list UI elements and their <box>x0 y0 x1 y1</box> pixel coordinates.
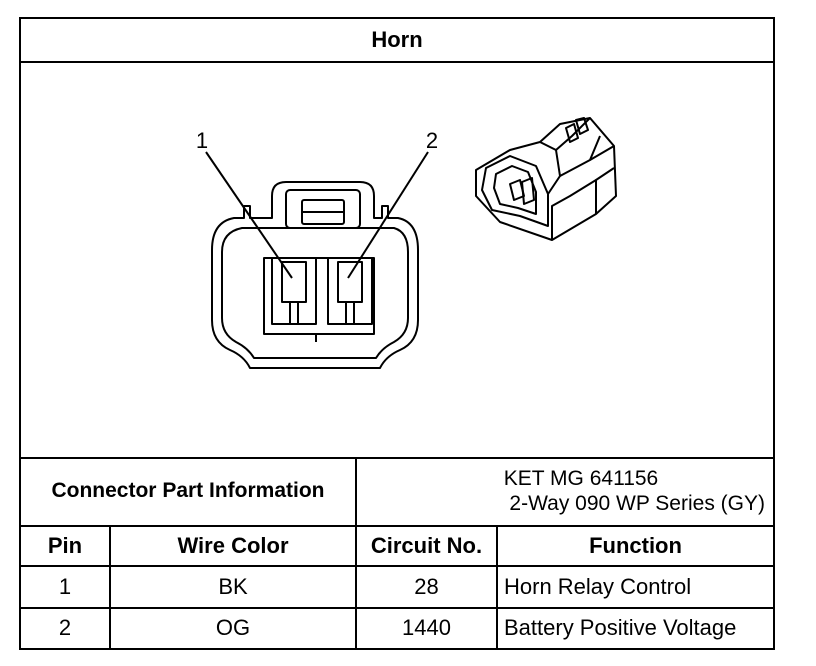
table-row-2-pin: 2 <box>58 615 72 641</box>
table-row-2-function: Battery Positive Voltage <box>504 615 737 641</box>
callout-line-2 <box>347 151 429 279</box>
divider-header <box>19 565 775 567</box>
connector-face-inner <box>221 227 409 359</box>
divider-row-1 <box>19 607 775 609</box>
header-wire-color: Wire Color <box>177 532 289 558</box>
cavity-2 <box>327 257 373 325</box>
table-row-1-circuit-no: 28 <box>414 573 439 599</box>
divider-diagram <box>19 457 775 459</box>
table-row-1-wire-color: BK <box>218 573 248 599</box>
callout-line-1 <box>205 151 293 279</box>
terminal-2 <box>337 261 363 303</box>
connector-face-outer <box>211 181 419 369</box>
table-row-1-function: Horn Relay Control <box>504 573 692 599</box>
connector-sheet-frame <box>19 17 775 650</box>
connector-part-info-value: KET MG 641156 2-Way 090 WP Series (GY) <box>357 459 773 523</box>
divider-title <box>19 61 775 63</box>
divider-col-circuit <box>496 525 498 650</box>
header-function: Function <box>589 532 682 558</box>
header-pin: Pin <box>47 532 83 558</box>
table-row-2-circuit-no: 1440 <box>402 615 451 641</box>
part-series: 2-Way 090 WP Series (GY) <box>509 492 765 515</box>
cavity-block <box>263 257 375 335</box>
pin-callout-2: 2 <box>426 128 438 153</box>
cavity-1 <box>271 257 317 325</box>
pin-callout-1: 1 <box>196 128 208 153</box>
table-row-1-pin: 1 <box>58 573 72 599</box>
divider-col-wire <box>355 525 357 650</box>
page-title: Horn <box>371 26 423 52</box>
connector-isometric-view <box>475 117 617 241</box>
divider-part-info <box>355 457 357 525</box>
connector-latch <box>285 189 361 229</box>
part-number: KET MG 641156 <box>503 466 659 490</box>
table-row-2-wire-color: OG <box>215 615 251 641</box>
header-circuit-no: Circuit No. <box>370 532 483 558</box>
divider-col-pin <box>109 525 111 650</box>
divider-part-info-bottom <box>19 525 775 527</box>
connector-part-info-label: Connector Part Information <box>51 479 325 503</box>
terminal-1 <box>281 261 307 303</box>
